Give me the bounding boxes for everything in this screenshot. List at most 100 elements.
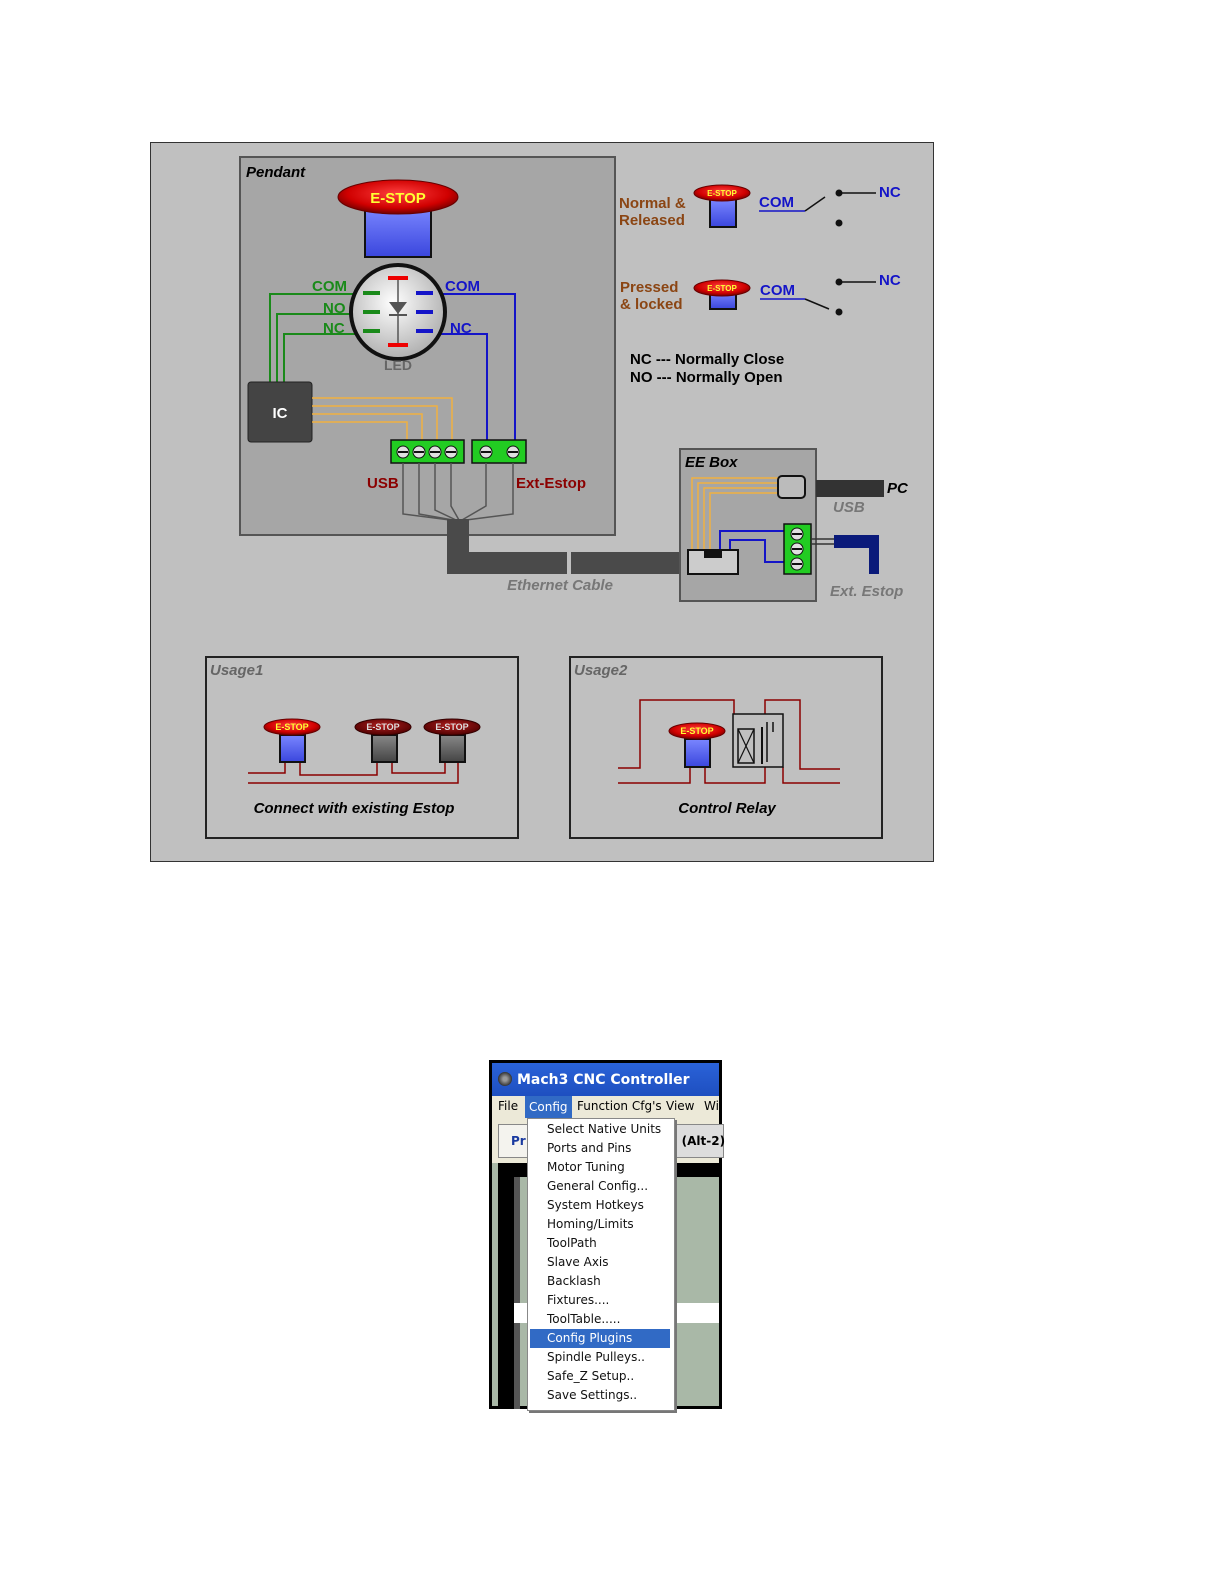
usage2-estop: E-STOP	[680, 726, 713, 736]
menu-item-slave-axis[interactable]: Slave Axis	[530, 1253, 670, 1272]
menu-item-label: Homing/Limits	[547, 1217, 634, 1231]
mach3-app-icon	[498, 1072, 512, 1086]
menu-item-label: Slave Axis	[547, 1255, 609, 1269]
usage1-box: Usage1 E-STOP E-STOP E-STOP Connect with…	[205, 656, 519, 839]
menu-item-label: Spindle Pulleys..	[547, 1350, 645, 1364]
ethernet-cable-label: Ethernet Cable	[507, 577, 613, 594]
usb-label-pendant: USB	[367, 475, 399, 492]
tab-mdi-label: I (Alt-2)	[673, 1134, 726, 1148]
menu-config[interactable]: Config	[525, 1096, 572, 1118]
legend-normal-nc: NC	[879, 184, 901, 201]
legend-normal-line1: Normal &	[619, 195, 686, 212]
mach3-screen-left	[498, 1163, 514, 1409]
mach3-title: Mach3 CNC Controller	[517, 1072, 690, 1088]
ic-label: IC	[273, 405, 288, 422]
fanin-wires	[402, 463, 514, 521]
ee-box: EE Box	[679, 448, 884, 602]
mach3-titlebar: Mach3 CNC Controller	[492, 1063, 719, 1096]
ext-estop-connector	[471, 439, 527, 464]
mach3-window: Mach3 CNC Controller File Config Functio…	[492, 1063, 725, 1411]
usage2-title: Usage2	[574, 662, 628, 679]
blue-wires-pendant	[436, 293, 516, 442]
legend-pressed-line1: Pressed	[620, 279, 678, 296]
ext-estop-label-pendant: Ext-Estop	[516, 475, 586, 492]
pc-label: PC	[887, 480, 909, 497]
com-left-label: COM	[312, 278, 347, 295]
led-label: LED	[384, 357, 412, 373]
menu-item-toolpath[interactable]: ToolPath	[530, 1234, 670, 1253]
menu-item-label: Config Plugins	[547, 1331, 633, 1345]
ee-box-terminal	[783, 523, 812, 575]
usb-label-eebox: USB	[833, 499, 865, 516]
com-right-label: COM	[445, 278, 480, 295]
menu-item-motor-tuning[interactable]: Motor Tuning	[530, 1158, 670, 1177]
nc-left-label: NC	[323, 320, 345, 337]
legend-pressed-com: COM	[760, 282, 795, 299]
menu-item-save-settings[interactable]: Save Settings..	[530, 1386, 670, 1405]
tab-program-run-label: Pr	[511, 1134, 526, 1148]
ethernet-cable	[447, 519, 681, 574]
menu-item-label: ToolTable.....	[547, 1312, 621, 1326]
menu-item-backlash[interactable]: Backlash	[530, 1272, 670, 1291]
led-switch	[349, 263, 447, 361]
legend-def-no: NO --- Normally Open	[630, 369, 783, 386]
menu-wizard[interactable]: Wi	[704, 1099, 719, 1113]
menu-item-ports-and-pins[interactable]: Ports and Pins	[530, 1139, 670, 1158]
usage1-title: Usage1	[210, 662, 263, 679]
menu-view[interactable]: View	[666, 1099, 695, 1113]
menu-item-label: General Config...	[547, 1179, 649, 1193]
usage1-caption: Connect with existing Estop	[254, 800, 455, 817]
pendant-title: Pendant	[246, 164, 306, 181]
menu-function-cfgs[interactable]: Function Cfg's	[577, 1099, 662, 1113]
menu-item-label: System Hotkeys	[547, 1198, 644, 1212]
menu-item-system-hotkeys[interactable]: System Hotkeys	[530, 1196, 670, 1215]
menu-item-safe-z-setup[interactable]: Safe_Z Setup..	[530, 1367, 670, 1386]
nc-right-label: NC	[450, 320, 472, 337]
legend-normal-estop: E-STOP	[707, 189, 737, 198]
mach3-screen-left-edge	[514, 1177, 520, 1409]
config-dropdown-menu: Select Native Units Ports and Pins Motor…	[527, 1118, 675, 1411]
menu-item-tooltable[interactable]: ToolTable.....	[530, 1310, 670, 1329]
usage2-caption: Control Relay	[678, 800, 776, 817]
legend-normal-com: COM	[759, 194, 794, 211]
menu-item-label: Safe_Z Setup..	[547, 1369, 635, 1383]
ic-chip	[247, 381, 313, 443]
legend-pressed-line2: & locked	[620, 296, 683, 313]
menu-item-label: Ports and Pins	[547, 1141, 632, 1155]
pendant-estop-button: E-STOP	[337, 179, 459, 258]
menu-item-label: Select Native Units	[547, 1122, 662, 1136]
legend-pressed-nc: NC	[879, 272, 901, 289]
menu-item-label: Save Settings..	[547, 1388, 638, 1402]
menu-item-select-native-units[interactable]: Select Native Units	[530, 1120, 670, 1139]
orange-wires-pendant	[312, 397, 453, 442]
legend-pressed: Pressed & locked E-STOP COM NC	[620, 272, 901, 316]
green-wires	[269, 293, 360, 382]
menu-item-general-config[interactable]: General Config...	[530, 1177, 670, 1196]
menu-file[interactable]: File	[498, 1099, 519, 1113]
menu-item-homing-limits[interactable]: Homing/Limits	[530, 1215, 670, 1234]
legend-def-nc: NC --- Normally Close	[630, 351, 784, 368]
menu-item-fixtures[interactable]: Fixtures....	[530, 1291, 670, 1310]
legend-normal: Normal & Released E-STOP COM NC	[619, 184, 901, 229]
usage1-estop-3: E-STOP	[435, 722, 468, 732]
estop-wiring-diagram: Pendant E-STOP	[150, 142, 934, 862]
ee-box-title: EE Box	[685, 454, 738, 471]
legend-pressed-estop: E-STOP	[707, 284, 737, 293]
mach3-menubar: File Config Function Cfg's View Wi	[492, 1096, 719, 1118]
pendant-estop-label: E-STOP	[370, 190, 426, 207]
menu-item-label: Fixtures....	[547, 1293, 610, 1307]
menu-item-spindle-pulleys[interactable]: Spindle Pulleys..	[530, 1348, 670, 1367]
menu-item-label: Backlash	[547, 1274, 601, 1288]
usb-connector	[390, 439, 465, 464]
ext-estop-label-eebox: Ext. Estop	[830, 583, 903, 600]
menu-item-label: Motor Tuning	[547, 1160, 625, 1174]
legend-normal-line2: Released	[619, 212, 685, 229]
mach3-screenshot: Mach3 CNC Controller File Config Functio…	[489, 1060, 725, 1411]
menu-item-config-plugins[interactable]: Config Plugins	[530, 1329, 670, 1348]
no-left-label: NO	[323, 300, 346, 317]
usage1-estop-2: E-STOP	[366, 722, 399, 732]
usage1-estop-1: E-STOP	[275, 722, 308, 732]
usage2-box: Usage2 E-STOP Control Relay	[569, 656, 883, 839]
pendant-box: Pendant E-STOP	[239, 156, 616, 536]
menu-item-label: ToolPath	[547, 1236, 597, 1250]
